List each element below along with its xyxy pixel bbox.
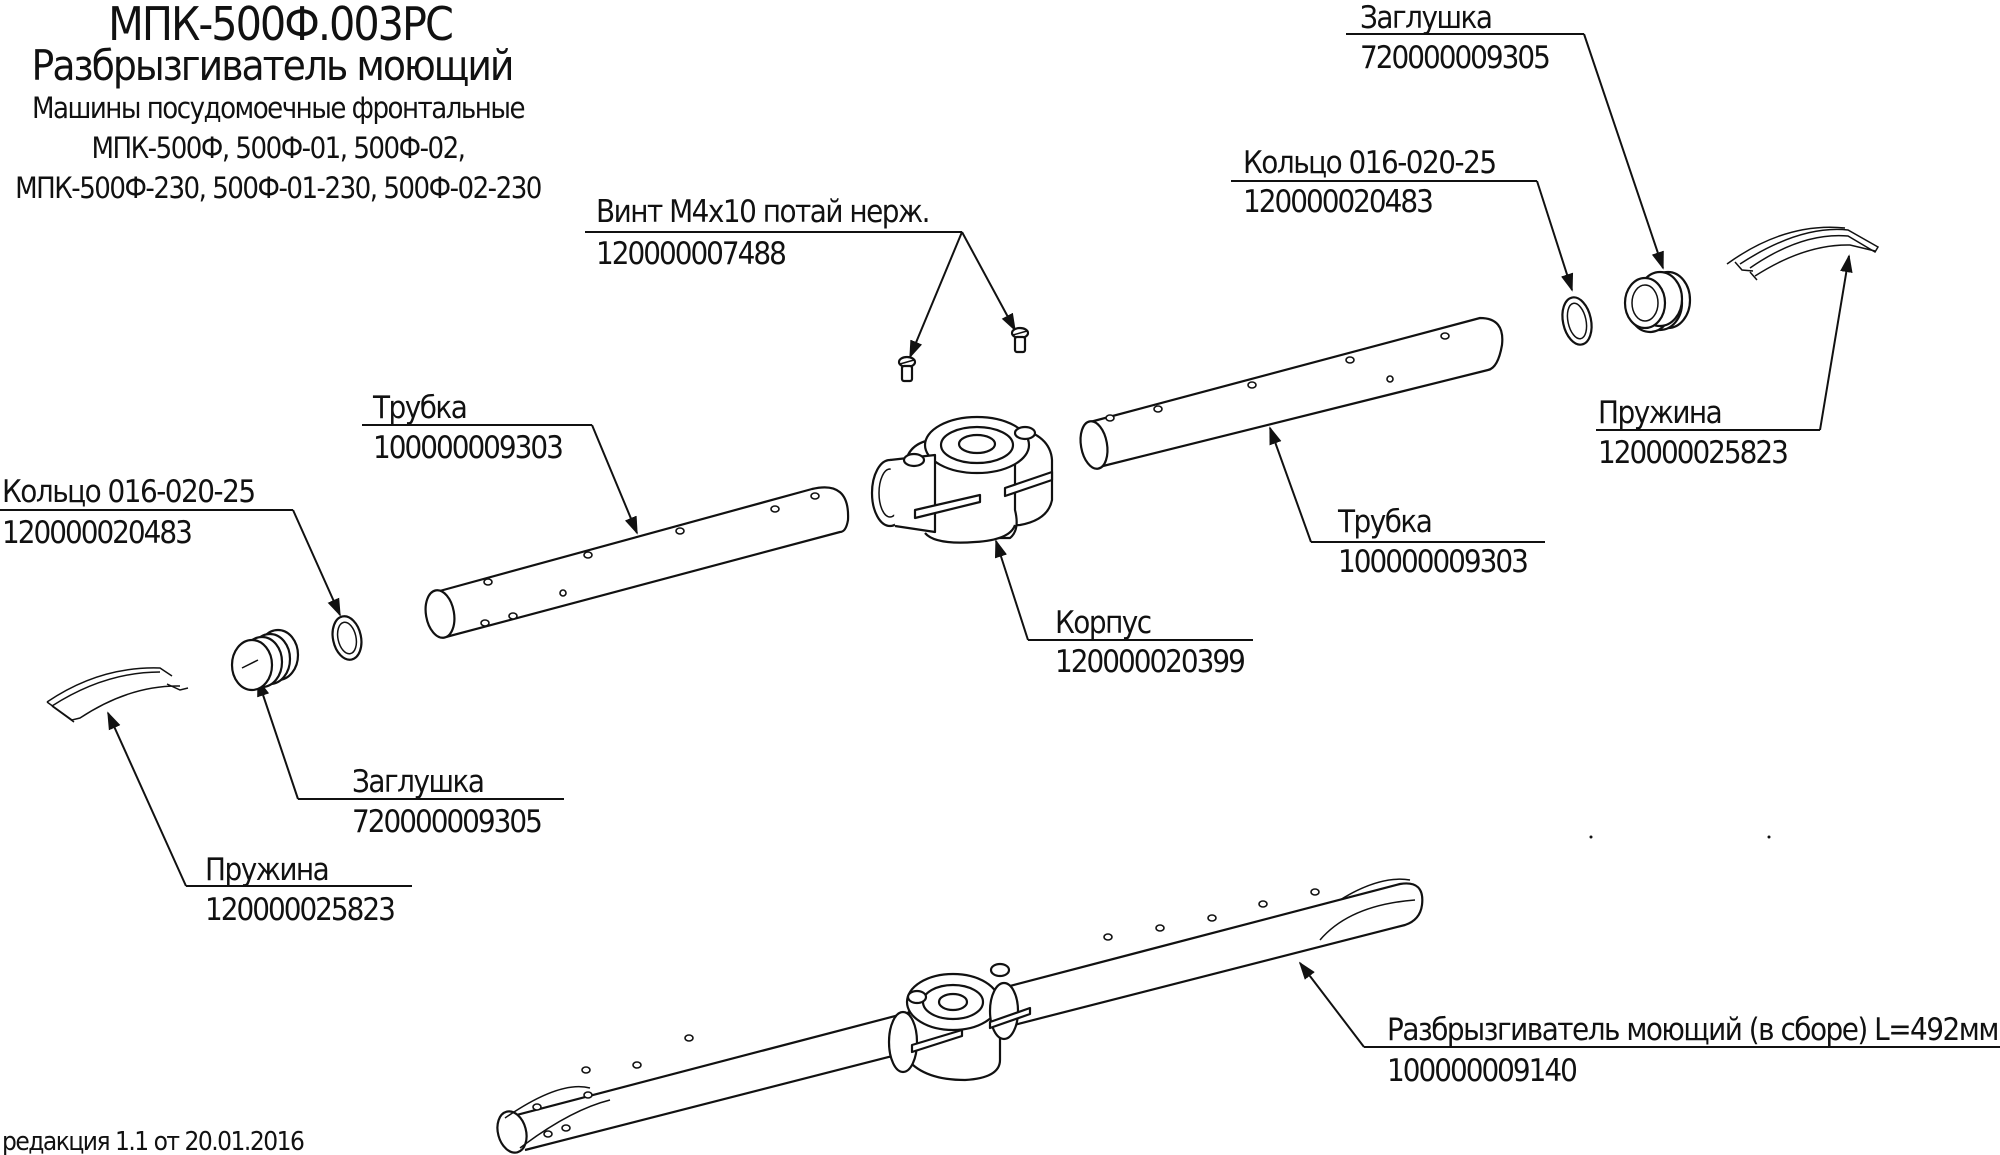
callout-tube-right: Трубка 100000009303 <box>1079 316 1545 580</box>
screw-code: 120000007488 <box>596 236 785 272</box>
o-ring-icon <box>1561 296 1593 346</box>
callout-body: Корпус 120000020399 <box>870 415 1253 680</box>
tube-icon <box>1079 316 1504 470</box>
body-code: 120000020399 <box>1055 644 1244 680</box>
ring-left-label: Кольцо 016-020-25 <box>2 474 255 510</box>
callout-plug-left: Заглушка 720000009305 <box>230 628 564 840</box>
tube-left-code: 100000009303 <box>373 430 562 466</box>
drawing-name: Разбрызгиватель моющий <box>32 41 513 90</box>
plug-icon <box>1623 270 1692 334</box>
plug-icon <box>230 628 300 692</box>
leader-arrow <box>257 678 299 800</box>
assembly-label: Разбрызгиватель моющий (в сборе) L=492мм <box>1387 1012 1998 1048</box>
revision-note: редакция 1.1 от 20.01.2016 <box>2 1127 304 1155</box>
subtitle-line-2: МПК-500Ф, 500Ф-01, 500Ф-02, <box>92 131 465 165</box>
leader-arrow <box>994 539 1029 641</box>
tube-right-label: Трубка <box>1337 504 1431 540</box>
callout-screw: Винт М4х10 потай нерж. 120000007488 <box>585 194 1030 383</box>
leader-arrow <box>591 424 638 535</box>
spring-right-code: 120000025823 <box>1598 435 1787 471</box>
screw-label: Винт М4х10 потай нерж. <box>596 194 929 230</box>
leader-arrow <box>1269 426 1312 543</box>
leader-arrow <box>1298 961 1365 1048</box>
drawing-designation: МПК-500Ф.003РС <box>108 0 452 51</box>
tube-right-code: 100000009303 <box>1338 544 1527 580</box>
leader-arrow <box>107 711 187 887</box>
o-ring-icon <box>331 615 363 661</box>
spring-icon <box>46 667 189 723</box>
subtitle-line-3: МПК-500Ф-230, 500Ф-01-230, 500Ф-02-230 <box>15 171 541 205</box>
spring-left-label: Пружина <box>205 852 328 888</box>
tube-icon <box>424 486 850 639</box>
callout-plug-right: Заглушка 720000009305 <box>1346 0 1692 334</box>
plug-right-label: Заглушка <box>1360 0 1491 36</box>
leader-arrow <box>292 509 341 617</box>
screw-icon <box>1010 326 1030 354</box>
ring-right-code: 120000020483 <box>1243 184 1432 220</box>
spring-icon <box>1726 226 1880 281</box>
plug-right-code: 720000009305 <box>1360 40 1549 76</box>
housing-icon <box>870 415 1054 544</box>
callout-spring-right: Пружина 120000025823 <box>1596 226 1880 471</box>
leader-arrow <box>961 231 1016 332</box>
title-block: МПК-500Ф.003РС Разбрызгиватель моющий Ма… <box>15 0 542 205</box>
assembly-icon <box>496 878 1424 1154</box>
plug-left-label: Заглушка <box>352 764 483 800</box>
ring-right-label: Кольцо 016-020-25 <box>1243 145 1496 181</box>
body-label: Корпус <box>1055 605 1151 641</box>
spring-right-label: Пружина <box>1598 395 1721 431</box>
ring-left-code: 120000020483 <box>2 515 191 551</box>
leader-arrow <box>1536 180 1574 292</box>
subtitle-line-1: Машины посудомоечные фронтальные <box>32 91 524 125</box>
leader-arrow <box>909 231 963 359</box>
plug-left-code: 720000009305 <box>352 804 541 840</box>
assembly-code: 100000009140 <box>1387 1053 1576 1089</box>
callout-ring-right: Кольцо 016-020-25 120000020483 <box>1231 145 1593 346</box>
callout-ring-left: Кольцо 016-020-25 120000020483 <box>0 474 363 661</box>
screw-icon <box>897 355 917 383</box>
callout-tube-left: Трубка 100000009303 <box>362 390 850 639</box>
stray-dots <box>1589 835 1771 839</box>
leader-arrow <box>1583 33 1664 270</box>
callout-spring-left: Пружина 120000025823 <box>46 667 412 928</box>
tube-left-label: Трубка <box>372 390 466 426</box>
leader-arrow <box>1819 254 1853 431</box>
spring-left-code: 120000025823 <box>205 892 394 928</box>
callout-assembly: Разбрызгиватель моющий (в сборе) L=492мм… <box>496 878 2000 1154</box>
